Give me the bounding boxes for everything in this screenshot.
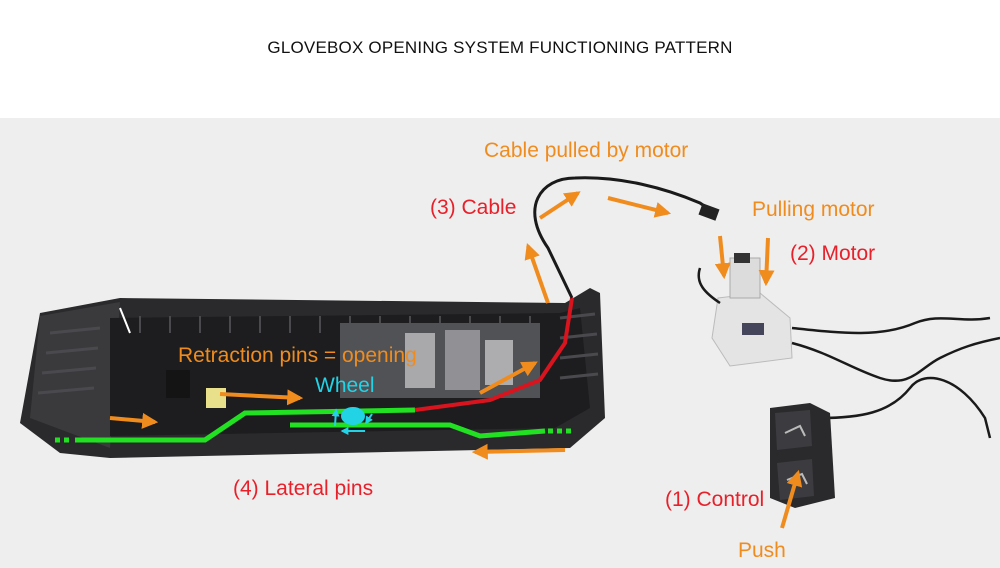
label-control: (1) Control: [665, 488, 765, 511]
label-lateral-pins: (4) Lateral pins: [233, 477, 374, 500]
label-motor: (2) Motor: [790, 242, 876, 265]
diagram-title: GLOVEBOX OPENING SYSTEM FUNCTIONING PATT…: [267, 38, 733, 57]
glovebox-housing: [20, 288, 605, 458]
photo-area: Cable pulled by motor (3) Cable Pulling …: [0, 118, 1000, 568]
label-cable: (3) Cable: [430, 196, 517, 219]
label-push: Push: [738, 539, 786, 562]
label-retraction-pins: Retraction pins = opening: [178, 344, 417, 367]
pulling-motor: [711, 253, 793, 367]
cable-connector: [698, 203, 720, 221]
control-switch: [770, 403, 835, 508]
cable-inside: [414, 297, 574, 412]
label-pulling-motor: Pulling motor: [752, 198, 875, 221]
mechanism-illustration: [20, 176, 1000, 529]
wiring-harness: [697, 267, 1000, 439]
flow-arrows: [109, 191, 803, 529]
label-cable-pulled: Cable pulled by motor: [484, 139, 689, 162]
lateral-pins: [55, 407, 572, 443]
cable: [533, 176, 711, 299]
yellow-tag: [206, 388, 226, 408]
wheel: [331, 407, 373, 435]
label-wheel: Wheel: [315, 374, 375, 397]
